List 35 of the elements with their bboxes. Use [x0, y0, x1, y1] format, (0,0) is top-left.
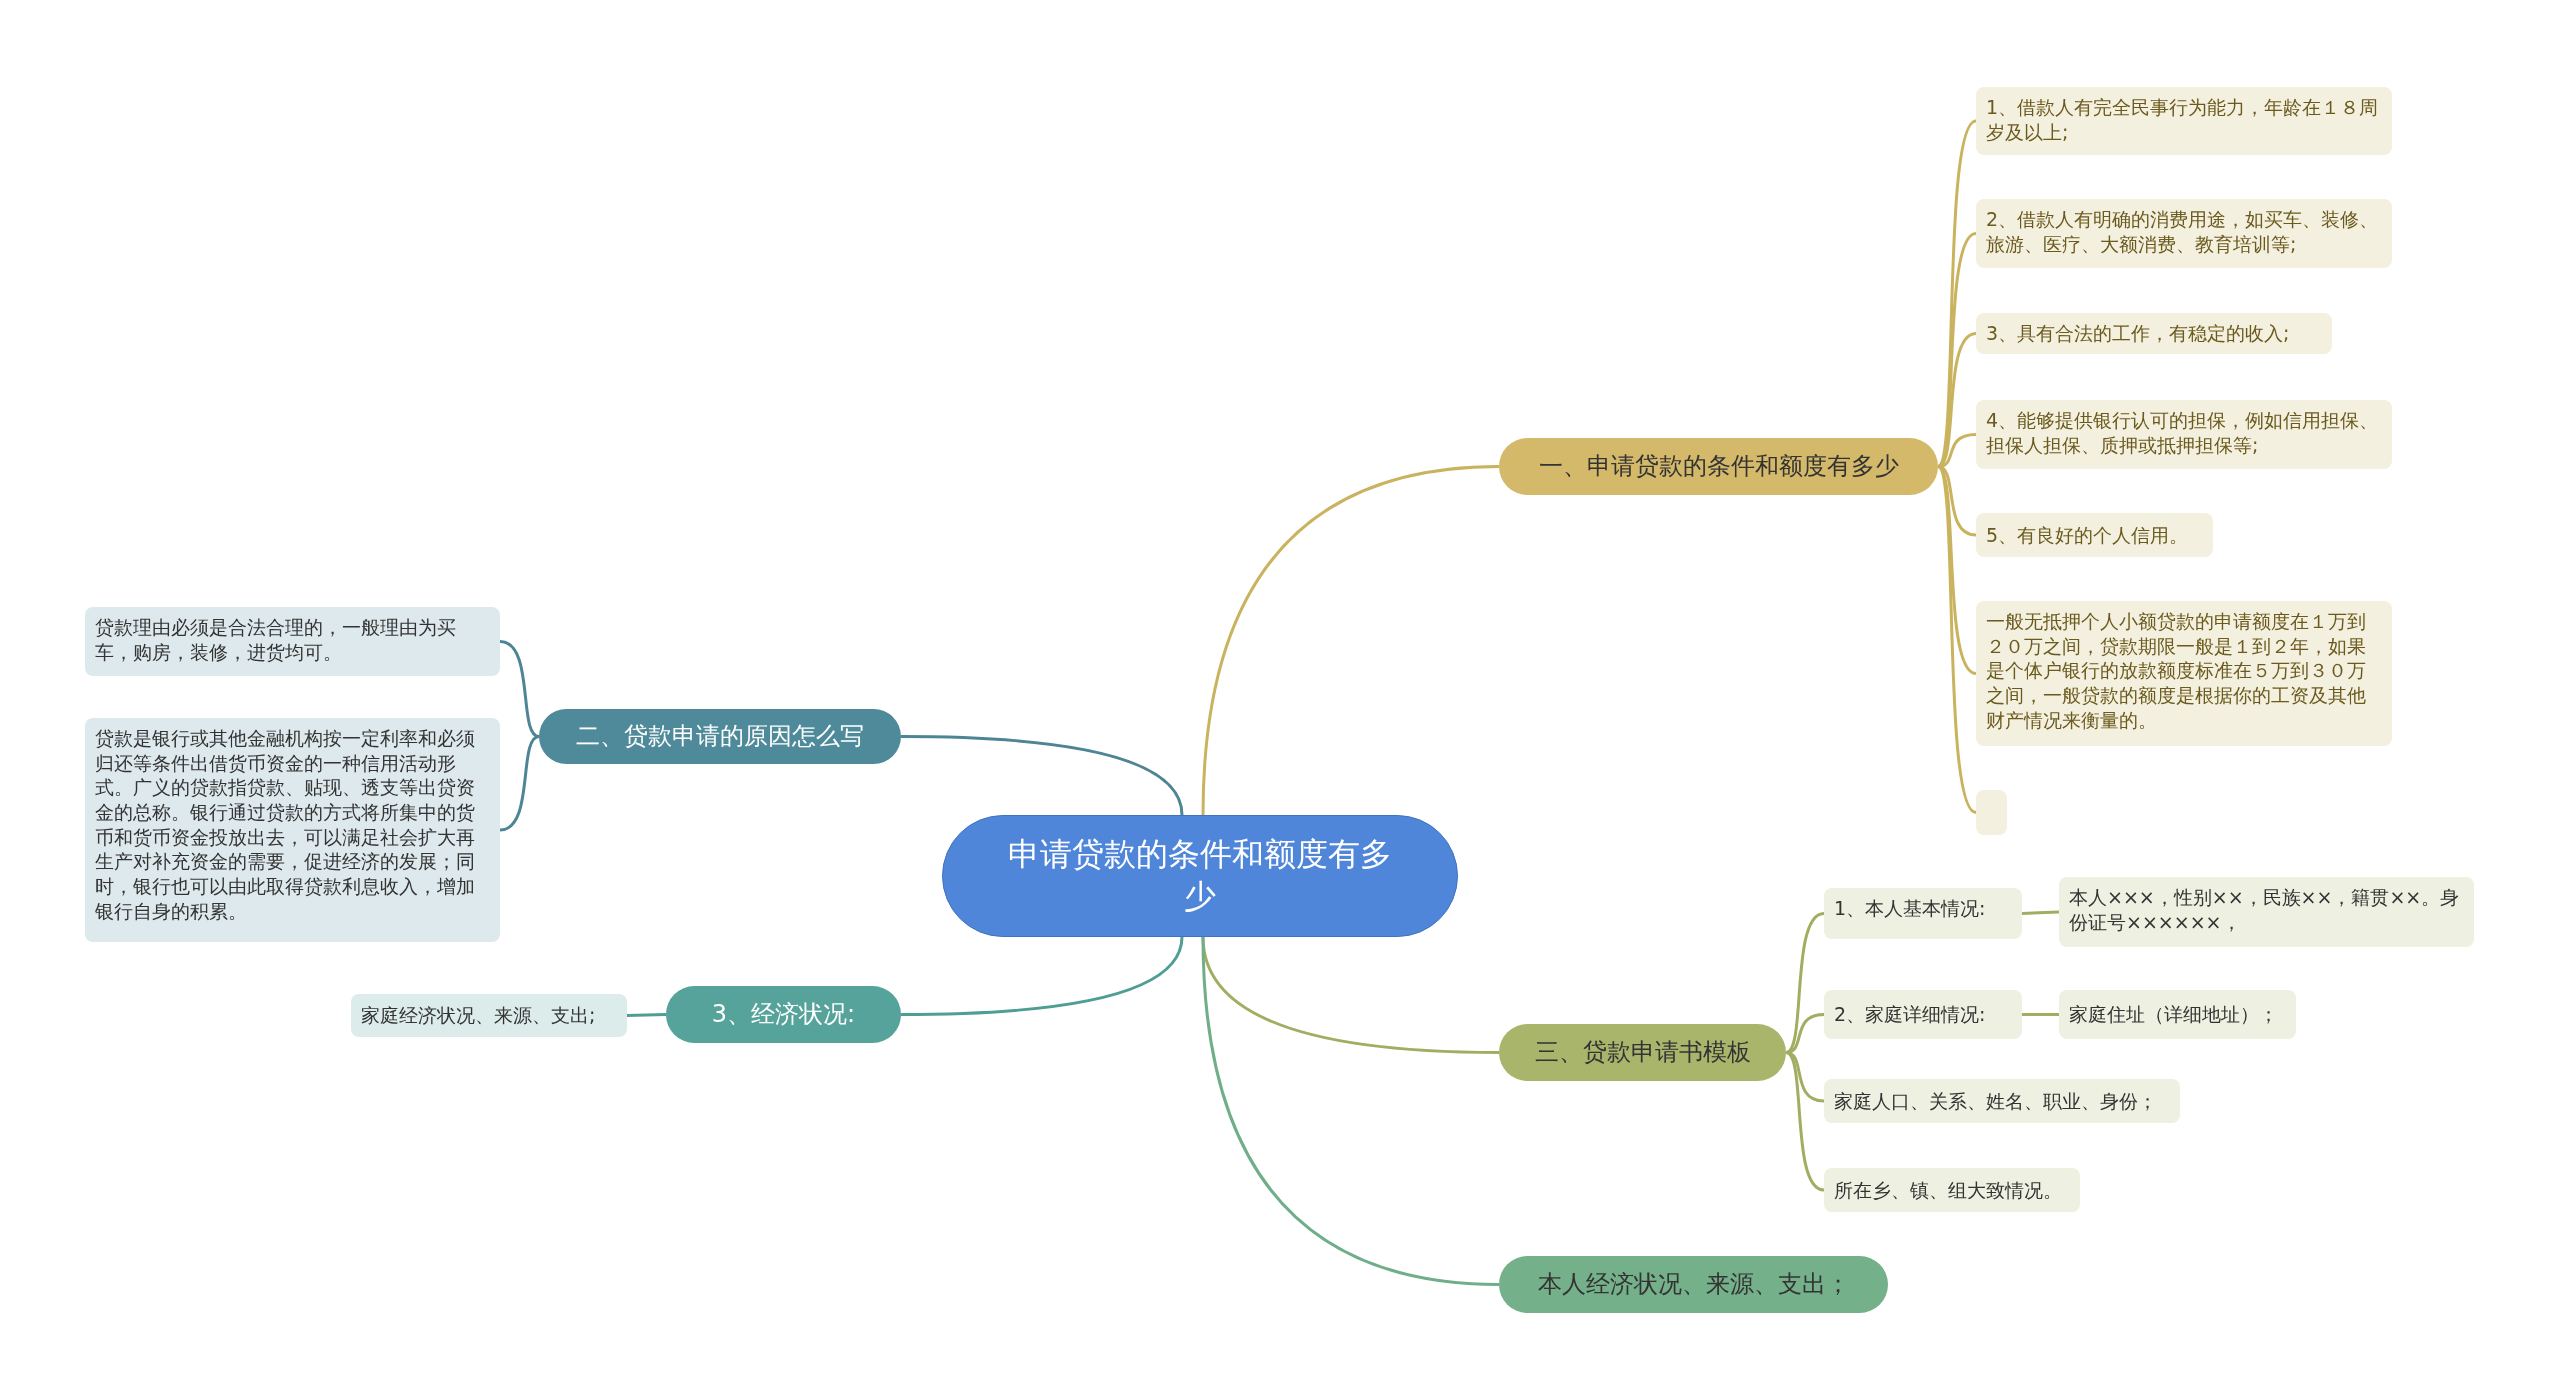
empty-box — [1976, 790, 2007, 835]
leaf-note: 家庭经济状况、来源、支出; — [351, 994, 627, 1037]
leaf-note: 本人×××，性别××，民族××，籍贯××。身份证号××××××， — [2059, 877, 2474, 947]
leaf-note: 3、具有合法的工作，有稳定的收入; — [1976, 313, 2332, 354]
leaf-note: 4、能够提供银行认可的担保，例如信用担保、担保人担保、质押或抵押担保等; — [1976, 400, 2392, 469]
connector-line — [499, 735, 540, 832]
leaf-note: 2、借款人有明确的消费用途，如买车、装修、旅游、医疗、大额消费、教育培训等; — [1976, 199, 2392, 268]
connector-line — [1785, 1051, 1825, 1192]
branch-topic: 3、经济状况: — [666, 986, 901, 1043]
connector-line — [1785, 1051, 1825, 1103]
leaf-note: 1、本人基本情况: — [1824, 888, 2022, 939]
leaf-note: 贷款理由必须是合法合理的，一般理由为买车，购房，装修，进货均可。 — [85, 607, 500, 676]
leaf-note: 2、家庭详细情况: — [1824, 990, 2022, 1039]
branch-topic: 本人经济状况、来源、支出； — [1499, 1256, 1888, 1313]
leaf-note: 贷款是银行或其他金融机构按一定利率和必须归还等条件出借货币资金的一种信用活动形式。广义的贷款指贷款、贴现、透支等出贷资金的总称。银行通过贷款的方式将所集中的货币和货币资金投放出去，可以满足社会扩大再生产对补充资金的需要，促进经济的发展；同时，银行也可以由此取得贷款利息收入，增加银行自身的积累。 — [85, 718, 500, 942]
leaf-note: 5、有良好的个人信用。 — [1976, 513, 2213, 557]
leaf-note: 1、借款人有完全民事行为能力，年龄在１８周岁及以上; — [1976, 87, 2392, 155]
branch-topic: 三、贷款申请书模板 — [1499, 1024, 1786, 1081]
leaf-note: 一般无抵押个人小额贷款的申请额度在１万到２０万之间，贷款期限一般是１到２年，如果是个体户银行的放款额度标准在５万到３０万之间，一般贷款的额度是根据你的工资及其他财产情况来衡量的。 — [1976, 601, 2392, 746]
leaf-note: 家庭人口、关系、姓名、职业、身份； — [1824, 1079, 2180, 1123]
connector-line — [626, 1013, 667, 1017]
central-topic: 申请贷款的条件和额度有多少 — [942, 815, 1458, 937]
connector-line — [901, 936, 1184, 1016]
connector-line — [2021, 910, 2060, 915]
connector-line — [1201, 936, 1500, 1286]
connector-line — [901, 735, 1184, 816]
leaf-note: 家庭住址（详细地址）； — [2059, 990, 2296, 1039]
connector-line — [1785, 912, 1825, 1054]
branch-topic: 一、申请贷款的条件和额度有多少 — [1499, 438, 1938, 495]
branch-topic: 二、贷款申请的原因怎么写 — [539, 709, 901, 764]
connector-line — [2022, 1013, 2059, 1016]
leaf-note: 所在乡、镇、组大致情况。 — [1824, 1168, 2080, 1212]
connector-line — [1201, 465, 1500, 816]
connector-line — [499, 640, 540, 738]
connector-line — [1936, 465, 1977, 814]
